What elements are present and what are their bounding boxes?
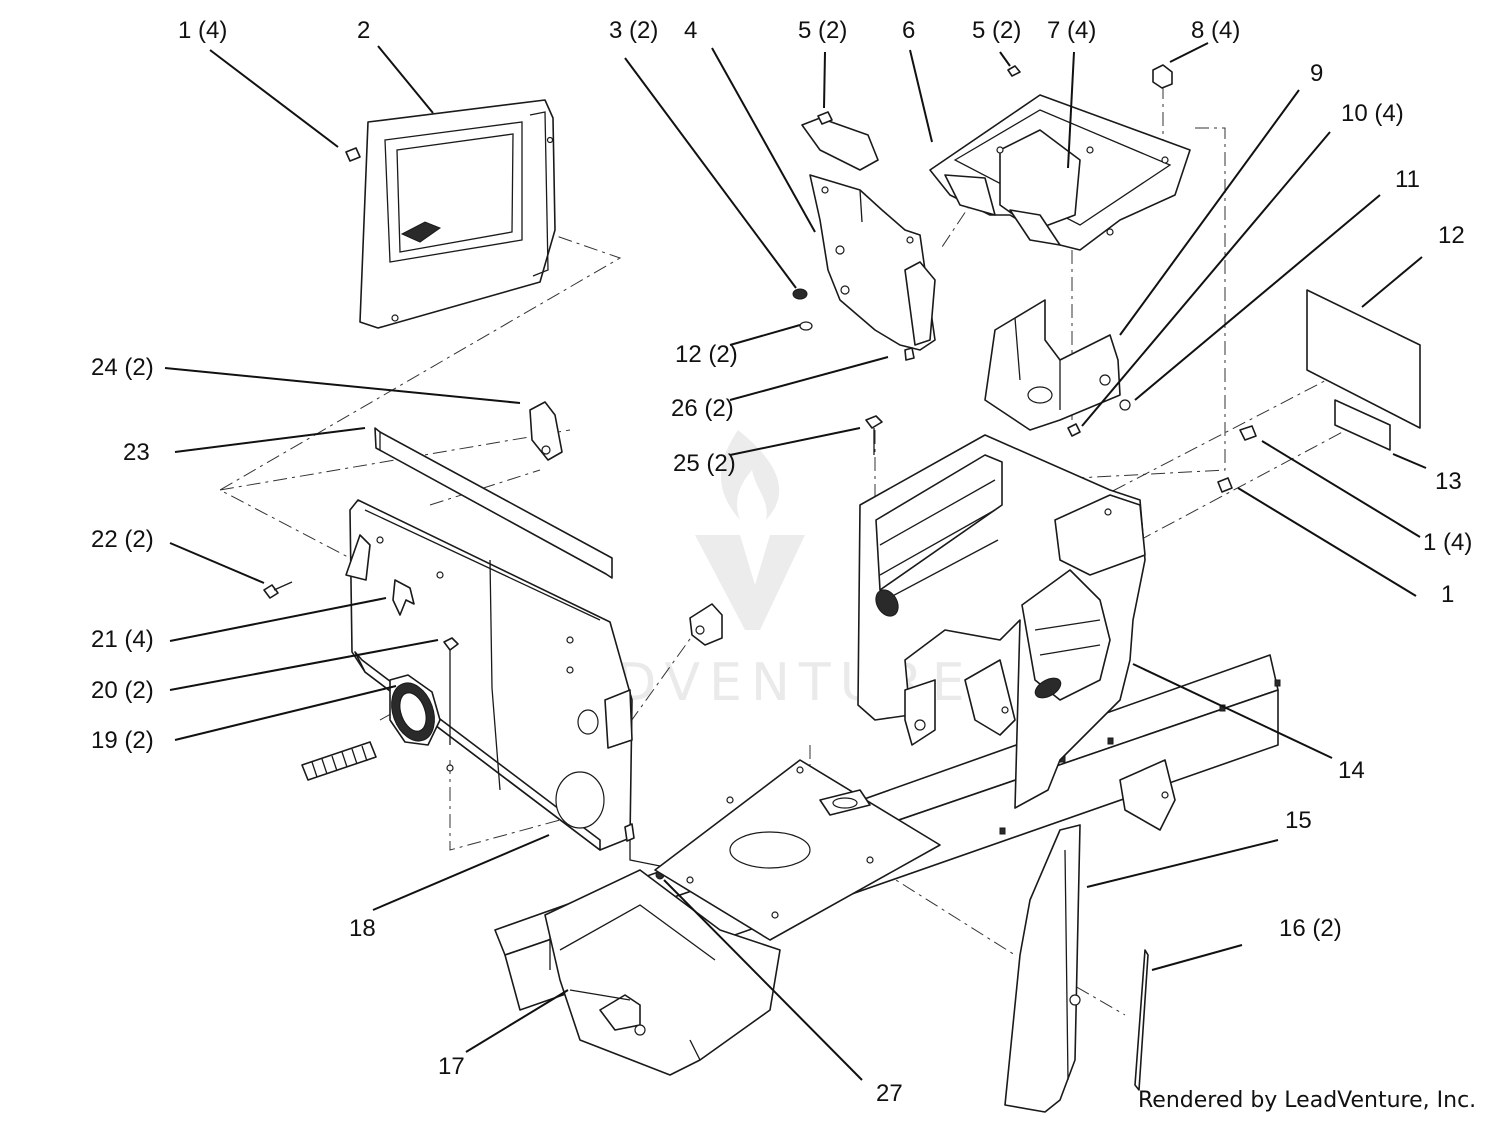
part-2-rear-cover [359,99,556,329]
callout-14: 14 [1338,757,1365,784]
part-5-screw-left [817,111,833,125]
callout-13: 13 [1435,468,1462,495]
part-23-strip [374,427,613,579]
callout-12-washer: 12 (2) [675,341,738,368]
callout-18: 18 [349,915,376,942]
callout-8: 8 (4) [1191,17,1240,44]
part-15-side-trim [1004,824,1081,1113]
part-14-fender-housing [857,434,1146,809]
part-1-screw-lower [1217,477,1233,493]
part-16-strip [1134,949,1149,1091]
part-3-nut [792,288,808,300]
part-9-lower-bracket [984,299,1121,431]
callout-9: 9 [1310,60,1323,87]
callout-5-left: 5 (2) [798,17,847,44]
part-22-screw [263,581,293,599]
part-19-spring [301,741,377,781]
part-13-decal [1334,399,1391,451]
callout-2: 2 [357,17,370,44]
callout-7: 7 (4) [1047,17,1096,44]
callout-25: 25 (2) [673,450,736,477]
part-4-seat-bracket [801,117,936,351]
seat-deck-plate [654,759,941,941]
callout-6: 6 [902,17,915,44]
callout-12: 12 [1438,222,1465,249]
part-12-washer [799,321,813,331]
part-20-bolt [443,637,459,745]
callout-19: 19 (2) [91,727,154,754]
callout-21: 21 (4) [91,626,154,653]
callout-1-top: 1 (4) [178,17,227,44]
part-24-bracket-upper [529,401,563,461]
callout-labels: 1 (4) 2 3 (2) 4 5 (2) 6 5 (2) 7 (4) 8 (4… [91,17,1472,1107]
callout-3: 3 (2) [609,17,658,44]
part-25-bolt [865,415,883,455]
callout-22: 22 (2) [91,526,154,553]
part-8-block [1152,64,1173,89]
callout-16: 16 (2) [1279,915,1342,942]
part-12-decal [1306,289,1421,429]
callout-27: 27 [876,1080,903,1107]
part-6-battery-tray [929,94,1191,251]
callout-20: 20 (2) [91,677,154,704]
part-17-front-bracket [544,869,781,1076]
part-24-bracket-lower [689,603,723,646]
leader-lines [164,42,1427,1081]
callout-1-right: 1 (4) [1423,529,1472,556]
callout-24-upper: 24 (2) [91,354,154,381]
part-5-screw-right [1007,65,1021,77]
callout-23: 23 [123,439,150,466]
part-21-wing-nut [392,579,415,616]
callout-10: 10 (4) [1341,100,1404,127]
callout-11: 11 [1395,166,1420,193]
part-11-nut [1119,399,1131,411]
part-1-screw-upper [1239,425,1257,441]
callout-1-lower: 1 [1441,581,1454,608]
callout-5-right: 5 (2) [972,17,1021,44]
part-1-screw-top-left [345,147,361,162]
part-10-screw [1067,423,1081,437]
callout-15: 15 [1285,807,1312,834]
part-18-side-panel [345,499,633,851]
credit-text: Rendered by LeadVenture, Inc. [1138,1088,1476,1113]
part-26-screw [904,347,915,361]
callout-26: 26 (2) [671,395,734,422]
callout-17: 17 [438,1053,465,1080]
callout-4: 4 [684,17,697,44]
